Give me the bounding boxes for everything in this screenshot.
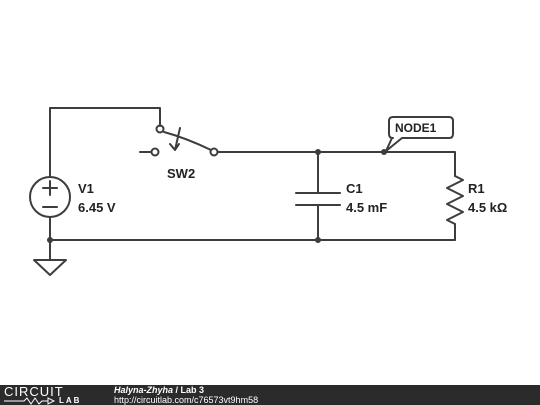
voltage-source-v1[interactable]: V1 6.45 V (29, 176, 116, 218)
wire-switch-to-right (217, 151, 456, 177)
footer-url[interactable]: http://circuitlab.com/c76573vt9hm58 (114, 395, 259, 405)
switch-contact-right (209, 147, 219, 157)
junction-dot-bottom-left (47, 237, 53, 243)
project-name[interactable]: Lab 3 (180, 385, 205, 395)
ground-icon (33, 259, 67, 276)
capacitor-c1[interactable]: C1 4.5 mF (295, 181, 387, 215)
v1-name-label: V1 (78, 181, 94, 196)
footer-title-line: Halyna-Zhyha / Lab 3 (114, 386, 258, 395)
switch-arrow-icon (169, 127, 181, 151)
voltage-source-circle (29, 176, 71, 218)
node1-tag[interactable]: NODE1 (385, 116, 454, 152)
logo-text-lab: LAB (59, 396, 82, 405)
c1-value-label: 4.5 mF (346, 200, 387, 215)
switch-contact-top (155, 124, 165, 134)
resistor-zigzag (446, 175, 464, 225)
r1-value-label: 4.5 kΩ (468, 200, 507, 215)
plus-icon (42, 180, 58, 196)
node1-tag-box (385, 116, 454, 152)
footer-separator: / (173, 385, 181, 395)
logo-resistor-icon (4, 397, 56, 405)
switch-sw2[interactable]: SW2 (139, 124, 219, 182)
switch-blade (163, 131, 212, 151)
junction-dot-bottom-mid (315, 237, 321, 243)
node1-label: NODE1 (395, 121, 437, 135)
footer-bar: CIRCUIT LAB Halyna-Zhyha / Lab 3 http://… (0, 385, 540, 405)
resistor-r1[interactable]: R1 4.5 kΩ (446, 175, 507, 225)
footer-text: Halyna-Zhyha / Lab 3 http://circuitlab.c… (114, 386, 258, 405)
sw2-name-label: SW2 (167, 166, 195, 181)
circuit-schematic: V1 6.45 V SW2 C1 4.5 mF R1 4.5 kΩ NODE1 (29, 107, 507, 276)
junction-dot-top (315, 149, 321, 155)
wire-left-top (49, 107, 161, 178)
v1-value-label: 6.45 V (78, 200, 116, 215)
wire-bottom (49, 216, 456, 261)
circuitlab-logo: CIRCUIT LAB (4, 385, 104, 405)
c1-name-label: C1 (346, 181, 363, 196)
r1-name-label: R1 (468, 181, 485, 196)
logo-text-circuit: CIRCUIT (4, 384, 64, 399)
author-link[interactable]: Halyna-Zhyha (114, 385, 174, 395)
switch-contact-left (150, 147, 160, 157)
